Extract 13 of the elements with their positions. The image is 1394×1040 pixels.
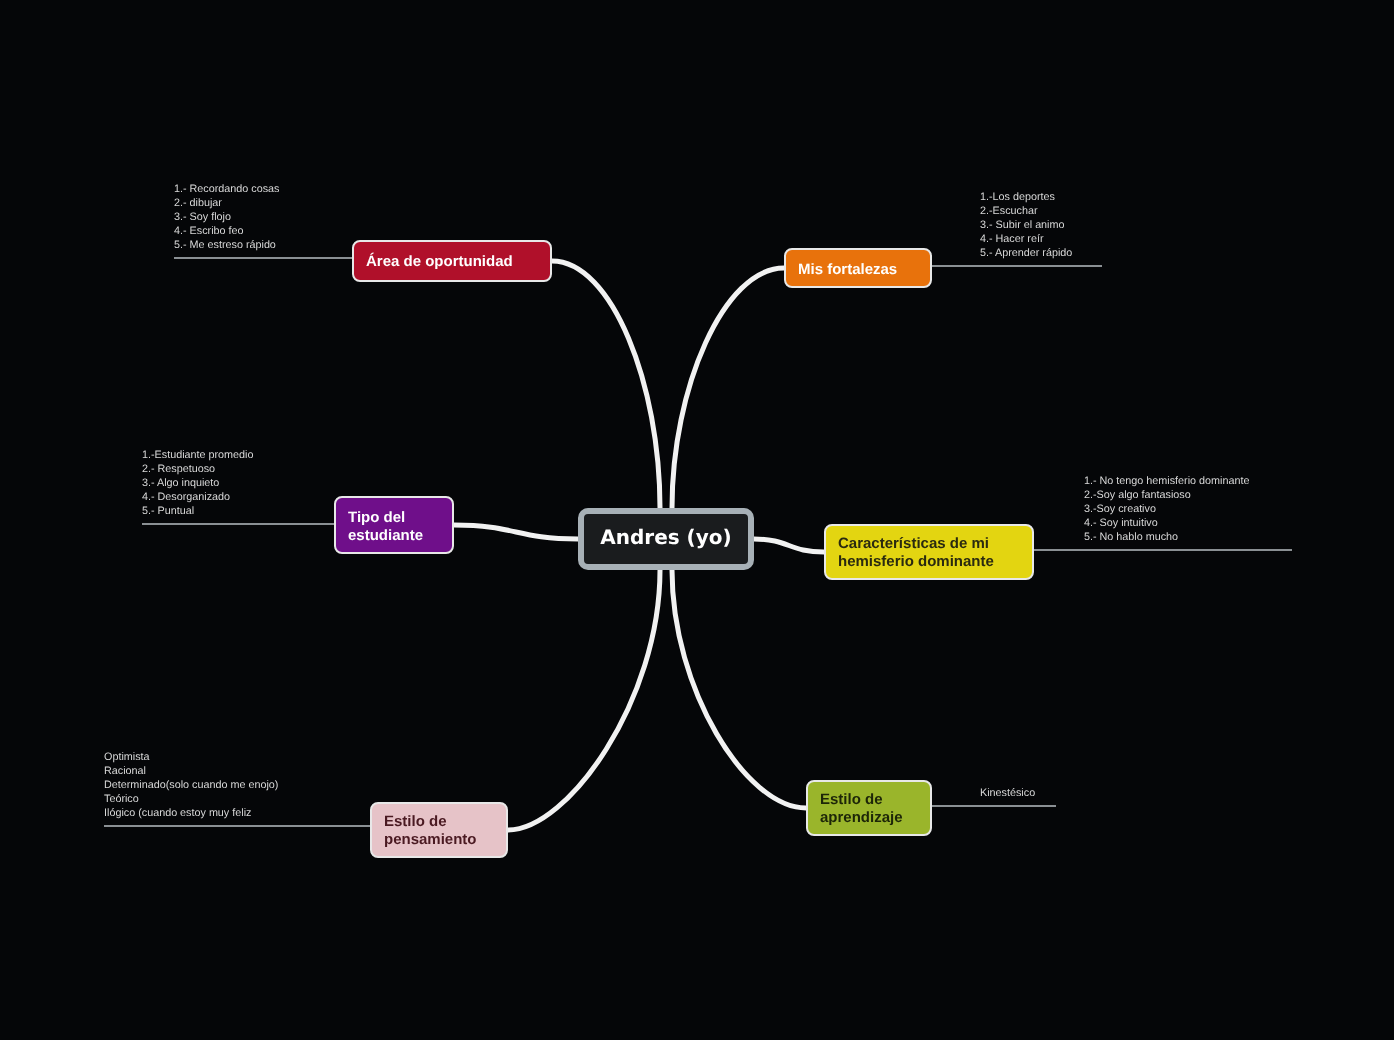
underline-connector [931,265,1103,267]
branch-connector [669,265,785,509]
branch-connector [753,536,825,555]
underline-connector [141,523,335,525]
central-topic: Andres (yo) [578,508,754,570]
branch-connector [551,258,663,509]
underline-connector [1033,549,1293,551]
underline-connector [173,257,353,259]
branch-connector [453,522,579,542]
underline-connector [931,805,1057,807]
underline-connector [103,825,371,827]
branch-connector [507,569,663,833]
branch-connector [669,569,807,811]
